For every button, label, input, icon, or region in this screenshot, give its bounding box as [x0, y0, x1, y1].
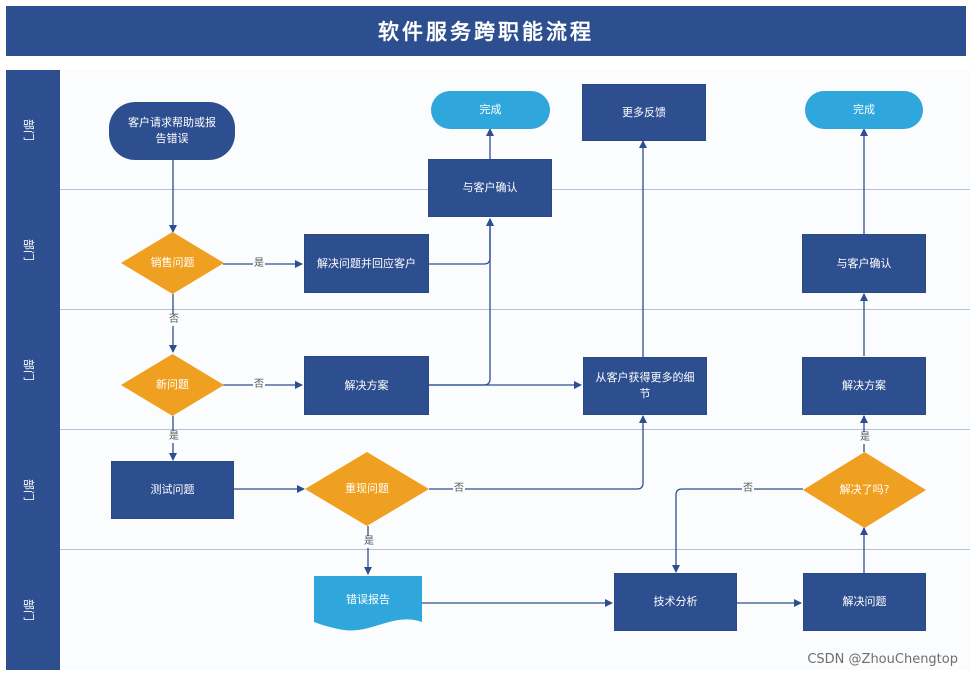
- lane-divider: [60, 309, 970, 310]
- lane-header: 部门: [6, 550, 60, 670]
- node-tech-analysis[interactable]: 技术分析: [614, 573, 737, 631]
- node-reproduce-issue[interactable]: 重现问题: [305, 452, 429, 526]
- node-resolved-question[interactable]: 解决了吗?: [803, 452, 926, 528]
- edge-label-sales-no: 否: [168, 314, 180, 326]
- decision-shape: [121, 232, 224, 294]
- node-label: 从客户获得更多的细节: [595, 371, 695, 400]
- lane-header: 部门: [6, 190, 60, 310]
- node-error-report[interactable]: 错误报告: [314, 576, 422, 632]
- node-label: 技术分析: [653, 595, 698, 608]
- node-sales-issue[interactable]: 销售问题: [121, 232, 224, 294]
- edge-reproduce-no-to-details: [429, 415, 647, 490]
- decision-shape: [121, 354, 224, 416]
- node-label: 更多反馈: [622, 105, 666, 119]
- node-label: 销售问题: [150, 256, 195, 269]
- node-solution-2[interactable]: 解决方案: [802, 357, 926, 415]
- edge-resolve-to-confirm1: [429, 218, 494, 265]
- node-label: 与客户确认: [836, 256, 892, 270]
- document-shape: [314, 576, 422, 631]
- node-resolve-respond[interactable]: 解决问题并回应客户: [304, 234, 429, 293]
- decision-shape: [305, 452, 429, 526]
- node-done-2[interactable]: 完成: [805, 91, 923, 129]
- edge-label-new-no: 否: [253, 379, 265, 391]
- node-confirm-1[interactable]: 与客户确认: [428, 159, 552, 217]
- node-label: 重现问题: [345, 482, 389, 495]
- lane-header: 部门: [6, 430, 60, 550]
- node-label: 客户请求帮助或报告错误: [128, 116, 216, 145]
- page-title: 软件服务跨职能流程: [6, 6, 966, 56]
- edge-label-reproduce-no: 否: [453, 483, 465, 495]
- lane-divider: [60, 429, 970, 430]
- edge-label-reproduce-yes: 是: [363, 536, 375, 548]
- edge-label-sales-yes: 是: [253, 258, 265, 270]
- node-more-feedback[interactable]: 更多反馈: [582, 84, 706, 141]
- edge-label-resolved-no: 否: [742, 483, 754, 495]
- lane-header: 部门: [6, 70, 60, 190]
- lane-header: 部门: [6, 310, 60, 430]
- node-customer-request[interactable]: 客户请求帮助或报告错误: [109, 102, 235, 160]
- node-get-details[interactable]: 从客户获得更多的细节: [583, 357, 707, 415]
- lane-divider: [60, 549, 970, 550]
- node-test-issue[interactable]: 测试问题: [111, 461, 234, 519]
- node-label: 解决了吗?: [839, 483, 890, 496]
- node-label: 解决方案: [344, 378, 389, 392]
- node-label: 完成: [479, 103, 502, 116]
- node-label: 完成: [853, 103, 875, 116]
- node-label: 解决方案: [842, 379, 886, 392]
- edge-label-resolved-yes: 是: [859, 432, 871, 444]
- node-done-1[interactable]: 完成: [431, 91, 550, 129]
- node-fix-issue[interactable]: 解决问题: [803, 573, 926, 631]
- node-confirm-2[interactable]: 与客户确认: [802, 234, 926, 293]
- edge-resolved-no-to-analysis: [672, 488, 803, 573]
- node-new-issue[interactable]: 新问题: [121, 354, 224, 416]
- node-label: 新问题: [156, 378, 189, 391]
- decision-shape: [803, 452, 926, 528]
- node-label: 解决问题: [842, 595, 887, 608]
- node-label: 与客户确认: [462, 181, 518, 194]
- edge-label-new-yes: 是: [168, 431, 180, 443]
- watermark: CSDN @ZhouChengtop: [807, 652, 958, 667]
- edge-solution1-to-confirm1: [429, 218, 494, 386]
- node-solution-1[interactable]: 解决方案: [304, 356, 429, 415]
- node-label: 测试问题: [150, 483, 195, 496]
- node-label: 解决问题并回应客户: [317, 256, 416, 270]
- node-label: 错误报告: [346, 593, 390, 606]
